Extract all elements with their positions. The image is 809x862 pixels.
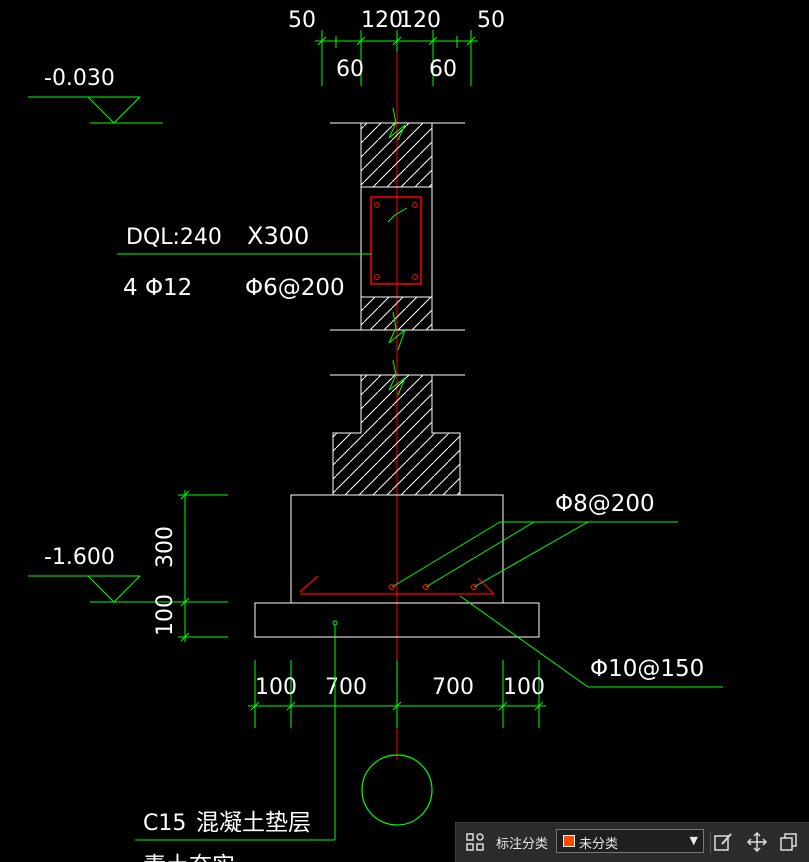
beam-stirrup (370, 196, 422, 285)
dim-top-sub-1: 60 (336, 57, 364, 82)
cushion-leader (135, 620, 338, 841)
wall-under-beam (330, 297, 465, 331)
dim-top-3: 120 (399, 8, 441, 33)
cushion-material: 混凝土垫层 (196, 810, 311, 836)
beam-stirrup-rebar: Φ6@200 (245, 275, 345, 301)
vertical-dimensions (178, 490, 228, 642)
dim-bottom-4: 100 (503, 675, 545, 700)
lower-wall (330, 374, 465, 496)
bottom-dimensions (248, 660, 546, 728)
category-select[interactable]: 未分类 ▼ (556, 829, 704, 853)
grid-icon[interactable] (464, 831, 486, 853)
elevation-lower-text: -1.600 (44, 545, 115, 570)
dim-top-2: 120 (361, 8, 403, 33)
toolbar-label: 标注分类 (496, 837, 549, 852)
section-symbol (361, 754, 433, 826)
break-mark-2 (388, 311, 407, 351)
rebar-top-label: Φ8@200 (555, 491, 655, 517)
beam-size: X300 (247, 222, 309, 250)
elevation-upper-text: -0.030 (44, 66, 115, 91)
elevation-mark-lower (28, 575, 228, 603)
toolbar-divider (710, 832, 711, 854)
category-select-value: 未分类 (579, 837, 619, 852)
annotation-toolbar: 标注分类 未分类 ▼ (455, 822, 809, 862)
footing-rebar (299, 575, 495, 595)
top-dimensions (315, 30, 478, 86)
move-icon[interactable] (746, 831, 768, 853)
category-color-swatch (563, 835, 575, 847)
dim-vertical-300: 300 (153, 526, 178, 568)
dim-top-sub-2: 60 (429, 57, 457, 82)
dim-top-1: 50 (288, 8, 316, 33)
dim-bottom-1: 100 (255, 675, 297, 700)
chevron-down-icon: ▼ (689, 834, 698, 847)
dim-vertical-100: 100 (153, 594, 178, 636)
upper-wall (330, 122, 465, 187)
beam-rebars (374, 202, 418, 280)
dim-bottom-3: 700 (432, 675, 474, 700)
dim-bottom-2: 700 (325, 675, 367, 700)
cushion-layer (254, 602, 540, 638)
dim-top-4: 50 (477, 8, 505, 33)
rebar-bottom-label: Φ10@150 (590, 656, 704, 682)
beam-main-rebar: 4 Φ12 (123, 275, 192, 301)
cushion-label: C15 (143, 811, 186, 836)
elevation-mark-upper (28, 96, 163, 124)
beam-leader (117, 207, 408, 255)
copy-icon[interactable] (778, 831, 800, 853)
break-mark-1 (388, 107, 406, 141)
edit-icon[interactable] (712, 831, 734, 853)
rebar-leaders (391, 521, 723, 688)
cushion-cut-label: 素土夯实 (143, 853, 235, 862)
break-mark-3 (388, 359, 407, 396)
beam-label: DQL:240 (126, 225, 222, 250)
